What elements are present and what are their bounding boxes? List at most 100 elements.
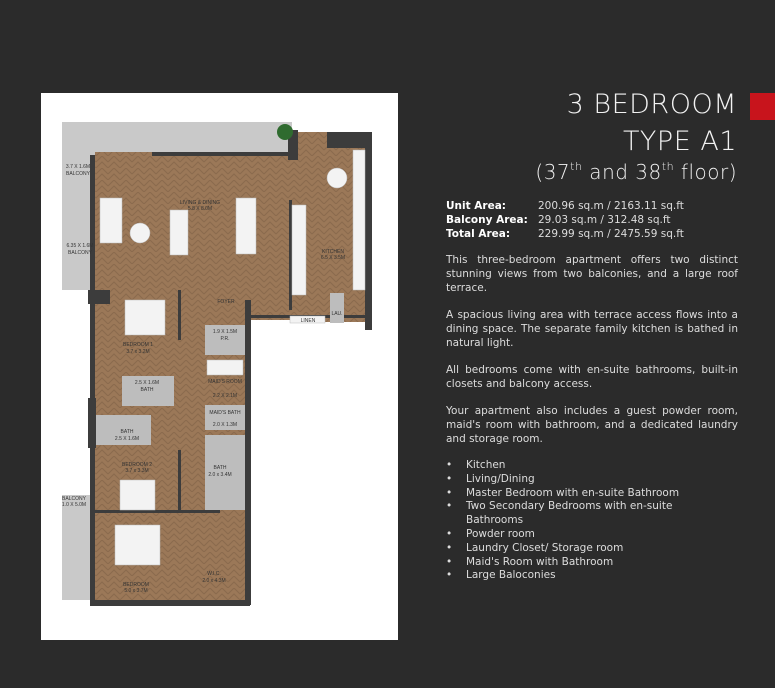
label-living: LIVING & DINING <box>180 200 220 206</box>
feature-text: Maid's Room with Bathroom <box>466 555 614 568</box>
description-paragraph: A spacious living area with terrace acce… <box>446 309 738 349</box>
label-maids-room-size: 2.2 X 2.1M <box>213 393 237 399</box>
rug-table <box>129 222 151 244</box>
label-master: BEDROOM <box>123 582 149 588</box>
title-line-2: TYPE A1 <box>622 126 737 157</box>
feature-item: •Laundry Closet/ Storage room <box>446 542 738 556</box>
area-value: 200.96 sq.m / 2163.11 sq.ft <box>538 200 684 212</box>
label-powder-size: 1.9 X 1.5M <box>213 329 237 335</box>
sofa-2 <box>169 209 189 256</box>
bed-1 <box>124 299 166 336</box>
label-master-size: 5.0 x 3.7M <box>124 588 147 594</box>
feature-item: • Master Bedroom with en-suite Bathroom <box>446 487 738 501</box>
label-living-size: 5.8 X 8.0M <box>188 206 212 212</box>
plant <box>277 124 293 140</box>
label-wic-size: 2.0 x 4.3M <box>202 578 225 584</box>
label-kitchen-size: 6.5 X 3.5M <box>321 255 345 261</box>
balcony-bottom <box>62 495 90 600</box>
bath-1 <box>122 376 174 406</box>
area-row: Balcony Area:29.03 sq.m / 312.48 sq.ft <box>446 213 684 227</box>
feature-item: • Large Baloconies <box>446 569 738 583</box>
label-powder: P.R. <box>220 336 229 342</box>
feature-text: Kitchen <box>466 459 506 471</box>
bullet-icon: • <box>446 459 453 471</box>
label-maids-bath-size: 2.0 X 1.3M <box>213 422 237 428</box>
description-paragraph: Your apartment also includes a guest pow… <box>446 405 738 445</box>
title-line-1: 3 BEDROOM <box>566 89 737 120</box>
accent-square <box>750 93 775 120</box>
bath-3 <box>205 435 245 510</box>
features-list: • Kitchen • Living/Dining • Master Bedroom … <box>446 459 738 583</box>
area-value: 229.99 sq.m / 2475.59 sq.ft <box>538 228 684 240</box>
area-table: Unit Area: 200.96 sq.m / 2163.11 sq.ft Ba… <box>446 199 684 241</box>
balcony-left <box>62 122 95 290</box>
feature-item: •Powder room <box>446 528 738 542</box>
label-bath3: BATH <box>214 465 227 471</box>
bullet-icon: • <box>446 569 453 582</box>
label-bath3-size: 2.0 x 3.4M <box>208 472 231 478</box>
area-label: Total Area: <box>446 228 511 240</box>
area-row: Unit Area: 200.96 sq.m / 2163.11 sq.ft <box>446 199 684 213</box>
feature-text: Master Bedroom with en-suite Bathroom <box>466 486 680 499</box>
maids-room-bed <box>206 359 244 376</box>
description-paragraph: All bedrooms come with en-suite bathroom… <box>446 364 738 390</box>
label-bedroom2-size: 3.7 x 3.3M <box>125 468 148 474</box>
label-laundry: LAU. <box>331 311 342 317</box>
floor-suffix: floor) <box>674 160 737 184</box>
label-balcony-left: BALCONY <box>68 250 93 256</box>
floor-sup-2: th <box>661 160 675 173</box>
linen-closet <box>289 315 326 324</box>
label-linen: LINEN <box>301 318 316 324</box>
label-bedroom1: BEDROOM 1 <box>123 342 153 348</box>
label-bath1: BATH <box>141 387 154 393</box>
floor-prefix: (37 <box>535 160 571 184</box>
feature-item: • Maid's Room with Bathroom <box>446 556 738 570</box>
bullet-icon: • <box>446 555 453 568</box>
maids-bath <box>205 405 245 430</box>
area-row: Total Area: 229.99 sq.m / 2475.59 sq.ft <box>446 227 684 241</box>
laundry <box>330 293 344 323</box>
dining-table <box>235 197 257 255</box>
label-balcony-bottom: BALCONY <box>62 496 87 502</box>
floor-subtitle: (37th and 38th floor) <box>535 160 737 184</box>
bullet-icon: • <box>446 527 453 540</box>
kitchen-counter-right <box>352 149 366 291</box>
bullet-icon: • <box>446 500 453 513</box>
label-bath1-size: 2.5 X 1.6M <box>135 380 159 386</box>
label-bedroom2: BEDROOM 2 <box>122 462 152 468</box>
feature-item: • Kitchen <box>446 459 738 473</box>
feature-text: Living/Dining <box>466 472 535 485</box>
label-balcony-top: BALCONY <box>66 171 91 177</box>
label-maids-room: MAID'S ROOM <box>208 379 242 385</box>
label-balcony-bottom-size: 1.0 X 5.0M <box>62 502 86 508</box>
master-bed <box>114 524 161 566</box>
bed-2 <box>119 479 156 511</box>
description-paragraph: This three-bedroom apartment offers two … <box>446 254 738 294</box>
label-maids-bath: MAID'S BATH <box>209 410 241 416</box>
bullet-icon: • <box>446 541 453 554</box>
feature-text: Two Secondary Bedrooms with en-suite Bat… <box>466 500 673 527</box>
feature-item: • Living/Dining <box>446 473 738 487</box>
description: This three-bedroom apartment offers two … <box>446 253 738 459</box>
label-bedroom1-size: 3.7 x 3.2M <box>126 349 149 355</box>
kitchen-table <box>326 167 348 189</box>
area-value: 29.03 sq.m / 312.48 sq.ft <box>538 214 671 226</box>
area-label: Unit Area: <box>446 200 506 212</box>
bath-2 <box>96 415 151 445</box>
label-bath2-size: 2.5 X 1.6M <box>115 436 139 442</box>
sofa <box>99 197 123 244</box>
feature-item: • Two Secondary Bedrooms with en-suite Ba… <box>446 500 738 528</box>
label-kitchen: KITCHEN <box>322 249 344 255</box>
kitchen-counter <box>291 204 307 296</box>
bullet-icon: • <box>446 472 453 485</box>
label-foyer: FOYER <box>217 299 235 305</box>
label-bath2: BATH <box>121 429 134 435</box>
feature-text: Large Baloconies <box>466 569 556 582</box>
bullet-icon: • <box>446 486 453 499</box>
floor-sup-1: th <box>570 160 583 173</box>
label-balcony-top-size: 3.7 X 1.6M <box>66 164 90 170</box>
label-balcony-left-size: 6.35 X 1.6M <box>67 243 94 249</box>
powder-room <box>205 325 245 355</box>
balcony-top <box>62 122 292 155</box>
